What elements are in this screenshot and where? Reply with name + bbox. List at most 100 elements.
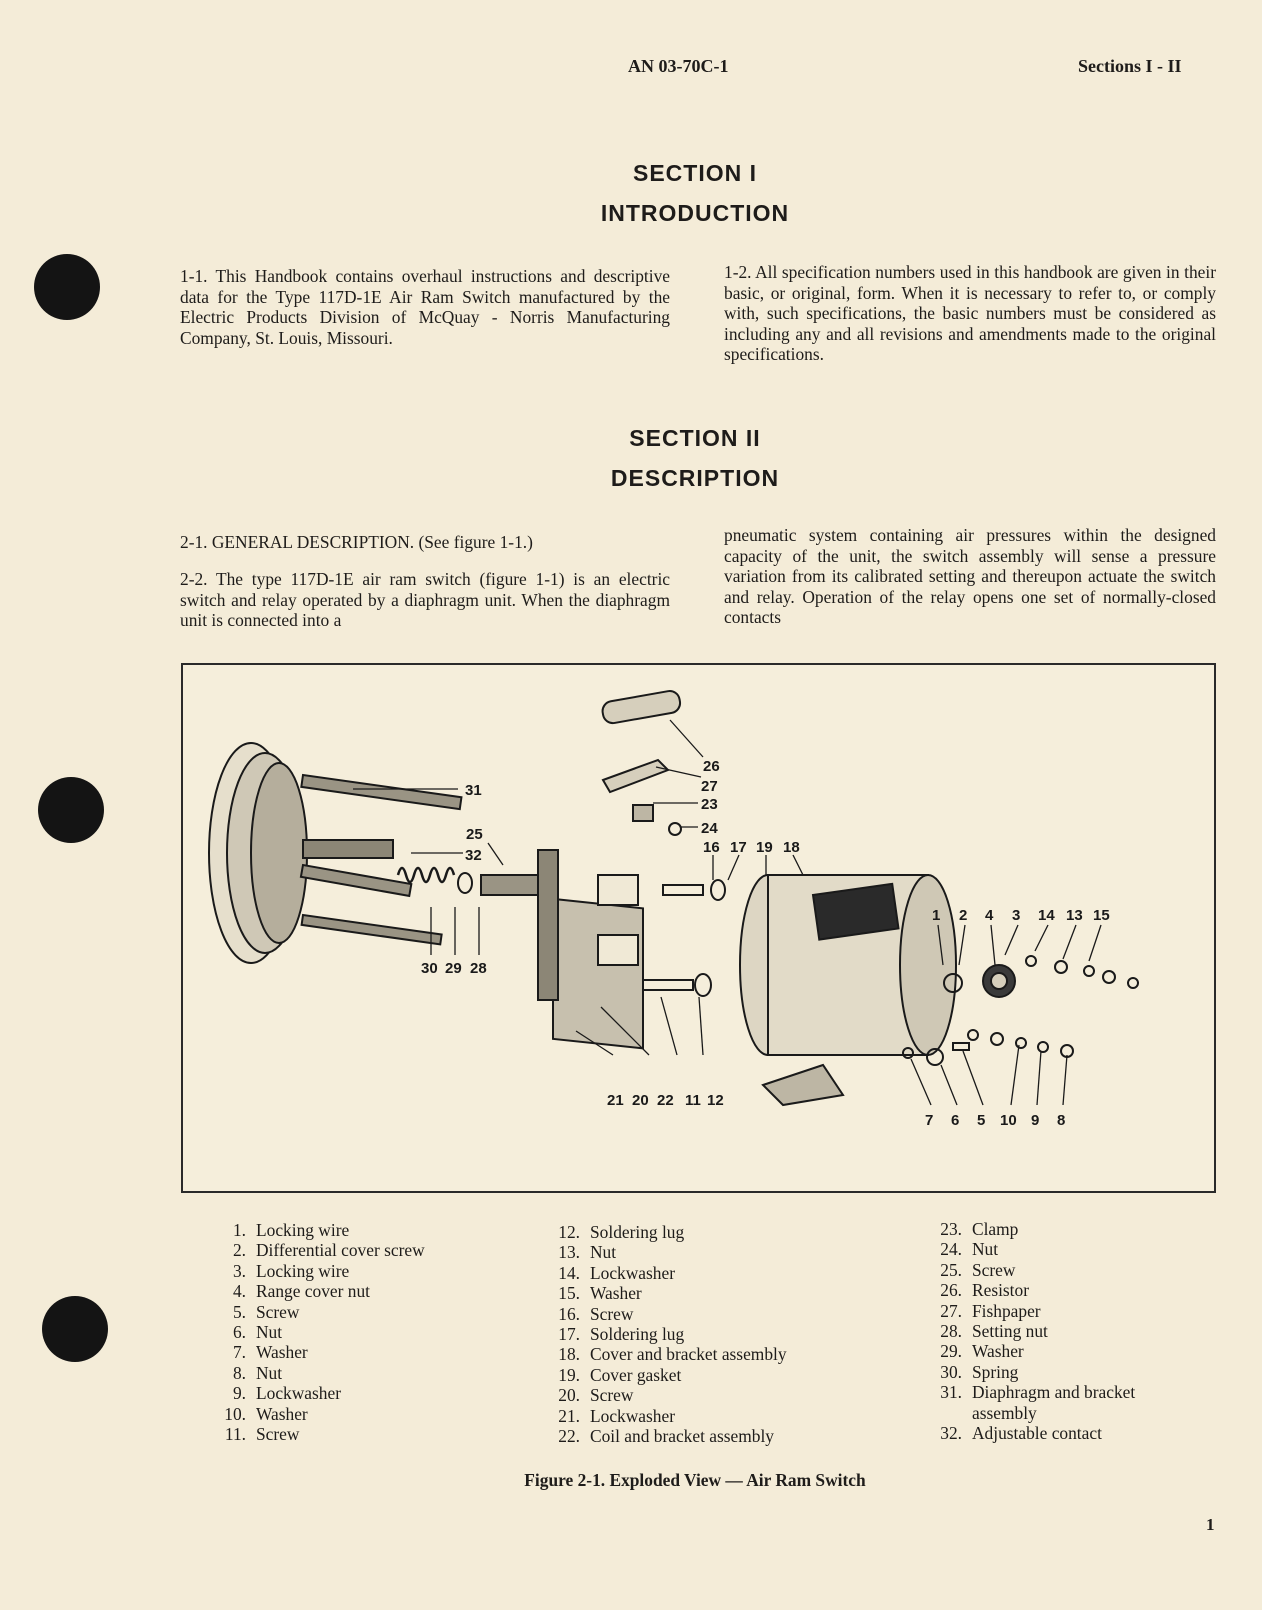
legend-label: Coil and bracket assembly <box>590 1426 775 1447</box>
legend-label: Screw <box>972 1259 1016 1280</box>
legend-label: Soldering lug <box>590 1222 685 1242</box>
legend-number: 32. <box>940 1423 962 1444</box>
legend-label: Range cover nut <box>256 1281 370 1302</box>
legend-item: 17.Soldering lug <box>546 1324 787 1344</box>
legend-number: 21. <box>558 1405 580 1426</box>
legend-label: Setting nut <box>972 1321 1048 1342</box>
legend-number: 25. <box>940 1259 962 1280</box>
callout-label: 29 <box>445 960 462 977</box>
callout-label: 24 <box>701 820 718 837</box>
callout-label: 6 <box>951 1112 959 1129</box>
legend-label: Nut <box>256 1322 283 1343</box>
document-number: AN 03-70C-1 <box>628 56 729 76</box>
legend-number: 22. <box>558 1426 580 1447</box>
callout-label: 10 <box>1000 1112 1017 1129</box>
callout-label: 7 <box>925 1112 933 1129</box>
legend-column-3: 23.Clamp 24.Nut 25.Screw 26.Resistor 27.… <box>928 1219 1135 1443</box>
legend-label: Lockwasher <box>256 1383 341 1404</box>
legend-number: 20. <box>558 1385 580 1406</box>
callout-label: 12 <box>707 1092 724 1109</box>
callout-label: 4 <box>985 907 994 924</box>
legend-label: Fishpaper <box>972 1300 1041 1321</box>
legend-label: Screw <box>590 1303 634 1324</box>
legend-item: 9. Lockwasher <box>212 1383 425 1403</box>
callout-label: 15 <box>1093 907 1110 924</box>
callout-label: 20 <box>632 1092 649 1109</box>
paragraph-2-2: 2-2. The type 117D-1E air ram switch (fi… <box>180 569 670 630</box>
legend-number: 3. <box>232 1260 246 1281</box>
legend-item: 1.Locking wire <box>212 1220 425 1240</box>
figure-caption: Figure 2-1. Exploded View — Air Ram Swit… <box>524 1470 866 1490</box>
legend-number: 14. <box>558 1262 580 1283</box>
legend-number: 29. <box>940 1341 962 1362</box>
paragraph-2-2-continued: pneumatic system containing air pressure… <box>724 525 1216 627</box>
legend-label: Differential cover screw <box>256 1240 425 1261</box>
legend-label: Nut <box>972 1239 999 1260</box>
callout-label: 27 <box>701 778 718 795</box>
callout-label: 14 <box>1038 907 1055 924</box>
legend-number: 9. <box>232 1383 246 1404</box>
legend-label: Screw <box>256 1301 300 1322</box>
legend-item: 13.Nut <box>546 1242 787 1262</box>
legend-item: 30.Spring <box>928 1362 1135 1382</box>
callout-label: 21 <box>607 1092 624 1109</box>
legend-number: 6. <box>232 1322 246 1343</box>
legend-item: 26.Resistor <box>928 1280 1135 1300</box>
legend-item: 8.Nut <box>212 1363 425 1383</box>
legend-label: Washer <box>590 1283 642 1304</box>
legend-item: 27. Fishpaper <box>928 1301 1135 1321</box>
callout-label: 31 <box>465 782 482 799</box>
legend-item: 6. Nut <box>212 1322 425 1342</box>
exploded-view-drawing <box>208 690 1139 1107</box>
legend-item: 12. Soldering lug <box>546 1222 787 1242</box>
callout-label: 19 <box>756 839 773 856</box>
callout-label: 23 <box>701 796 718 813</box>
legend-column-2: 12.Soldering lug 13.Nut 14.Lockwasher 15… <box>546 1222 787 1447</box>
legend-item: 10. Washer <box>212 1404 425 1424</box>
callout-label: 26 <box>703 758 720 775</box>
legend-item: 29. Washer <box>928 1341 1135 1361</box>
legend-number: 16. <box>558 1303 580 1324</box>
legend-label: Diaphragm and bracket <box>972 1382 1136 1403</box>
callout-label: 13 <box>1066 907 1083 924</box>
legend-label: Screw <box>256 1424 300 1445</box>
legend-item: 21.Lockwasher <box>546 1406 787 1426</box>
legend-number: 10. <box>224 1403 246 1424</box>
legend-item: 19. Cover gasket <box>546 1365 787 1385</box>
legend-number: 31. <box>940 1382 962 1403</box>
section-2-number: SECTION II <box>629 425 761 451</box>
legend-number: 24. <box>940 1239 962 1260</box>
callout-label: 32 <box>465 847 482 864</box>
callout-label: 2 <box>959 907 967 924</box>
callout-label: 5 <box>977 1112 985 1129</box>
legend-label: Cover gasket <box>590 1364 682 1385</box>
legend-label: Spring <box>972 1361 1019 1382</box>
legend-label: Nut <box>256 1362 283 1383</box>
legend-label: Washer <box>256 1342 308 1363</box>
legend-number: 5. <box>232 1301 246 1322</box>
legend-label: Washer <box>256 1403 308 1424</box>
callout-label: 22 <box>657 1092 674 1109</box>
binder-hole <box>38 777 104 843</box>
legend-number: 19. <box>558 1364 580 1385</box>
callout-label: 25 <box>466 826 483 843</box>
legend-item: 7. Washer <box>212 1342 425 1362</box>
legend-number: 23. <box>940 1219 962 1239</box>
legend-number: 26. <box>940 1280 962 1301</box>
callout-label: 16 <box>703 839 720 856</box>
legend-item: 11.Screw <box>212 1424 425 1444</box>
legend-number: 13. <box>558 1242 580 1263</box>
callout-label: 11 <box>685 1092 701 1109</box>
section-1-number: SECTION I <box>632 160 757 186</box>
legend-number: 12. <box>558 1222 580 1242</box>
legend-number: 2. <box>232 1240 246 1261</box>
section-2-title: DESCRIPTION <box>610 465 780 491</box>
legend-number: 1. <box>232 1220 246 1240</box>
legend-label: Washer <box>972 1341 1024 1362</box>
legend-number: 18. <box>558 1344 580 1365</box>
legend-number: 27. <box>940 1300 962 1321</box>
legend-item: 4.Range cover nut <box>212 1281 425 1301</box>
legend-number: 7. <box>232 1342 246 1363</box>
legend-item: 28.Setting nut <box>928 1321 1135 1341</box>
figure-exploded-view: 31 25 32 30 29 28 26 27 23 24 16 17 19 1… <box>181 663 1216 1193</box>
